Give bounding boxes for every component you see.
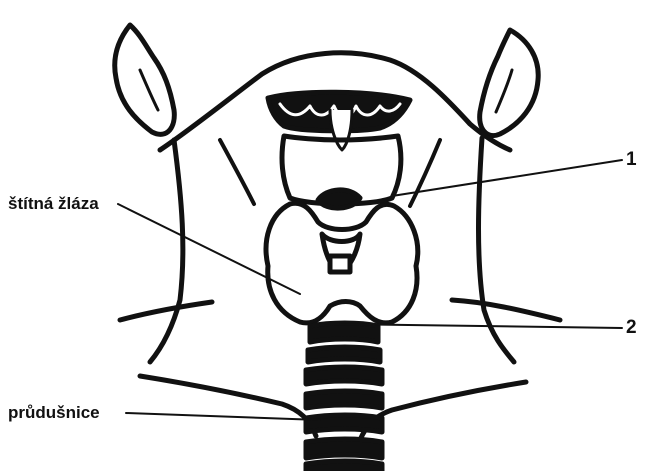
- left-clavicle: [120, 302, 212, 320]
- trachea-rings: [306, 323, 382, 471]
- leader-line-1: [392, 160, 622, 196]
- neck-left: [150, 140, 183, 362]
- marker-2-label: 2: [626, 318, 637, 337]
- right-ear-inner: [496, 70, 512, 112]
- trachea-label: průdušnice: [8, 404, 100, 421]
- right-clavicle: [452, 300, 560, 320]
- leader-line-2: [340, 324, 622, 328]
- thyroid-label: štítná žláza: [8, 195, 99, 212]
- marker-1-label: 1: [626, 150, 637, 169]
- neck-right: [479, 138, 515, 362]
- right-shoulder-line: [360, 382, 526, 440]
- left-shoulder-line: [140, 376, 316, 436]
- left-ear-inner: [140, 70, 158, 110]
- leader-line-trachea: [126, 413, 320, 420]
